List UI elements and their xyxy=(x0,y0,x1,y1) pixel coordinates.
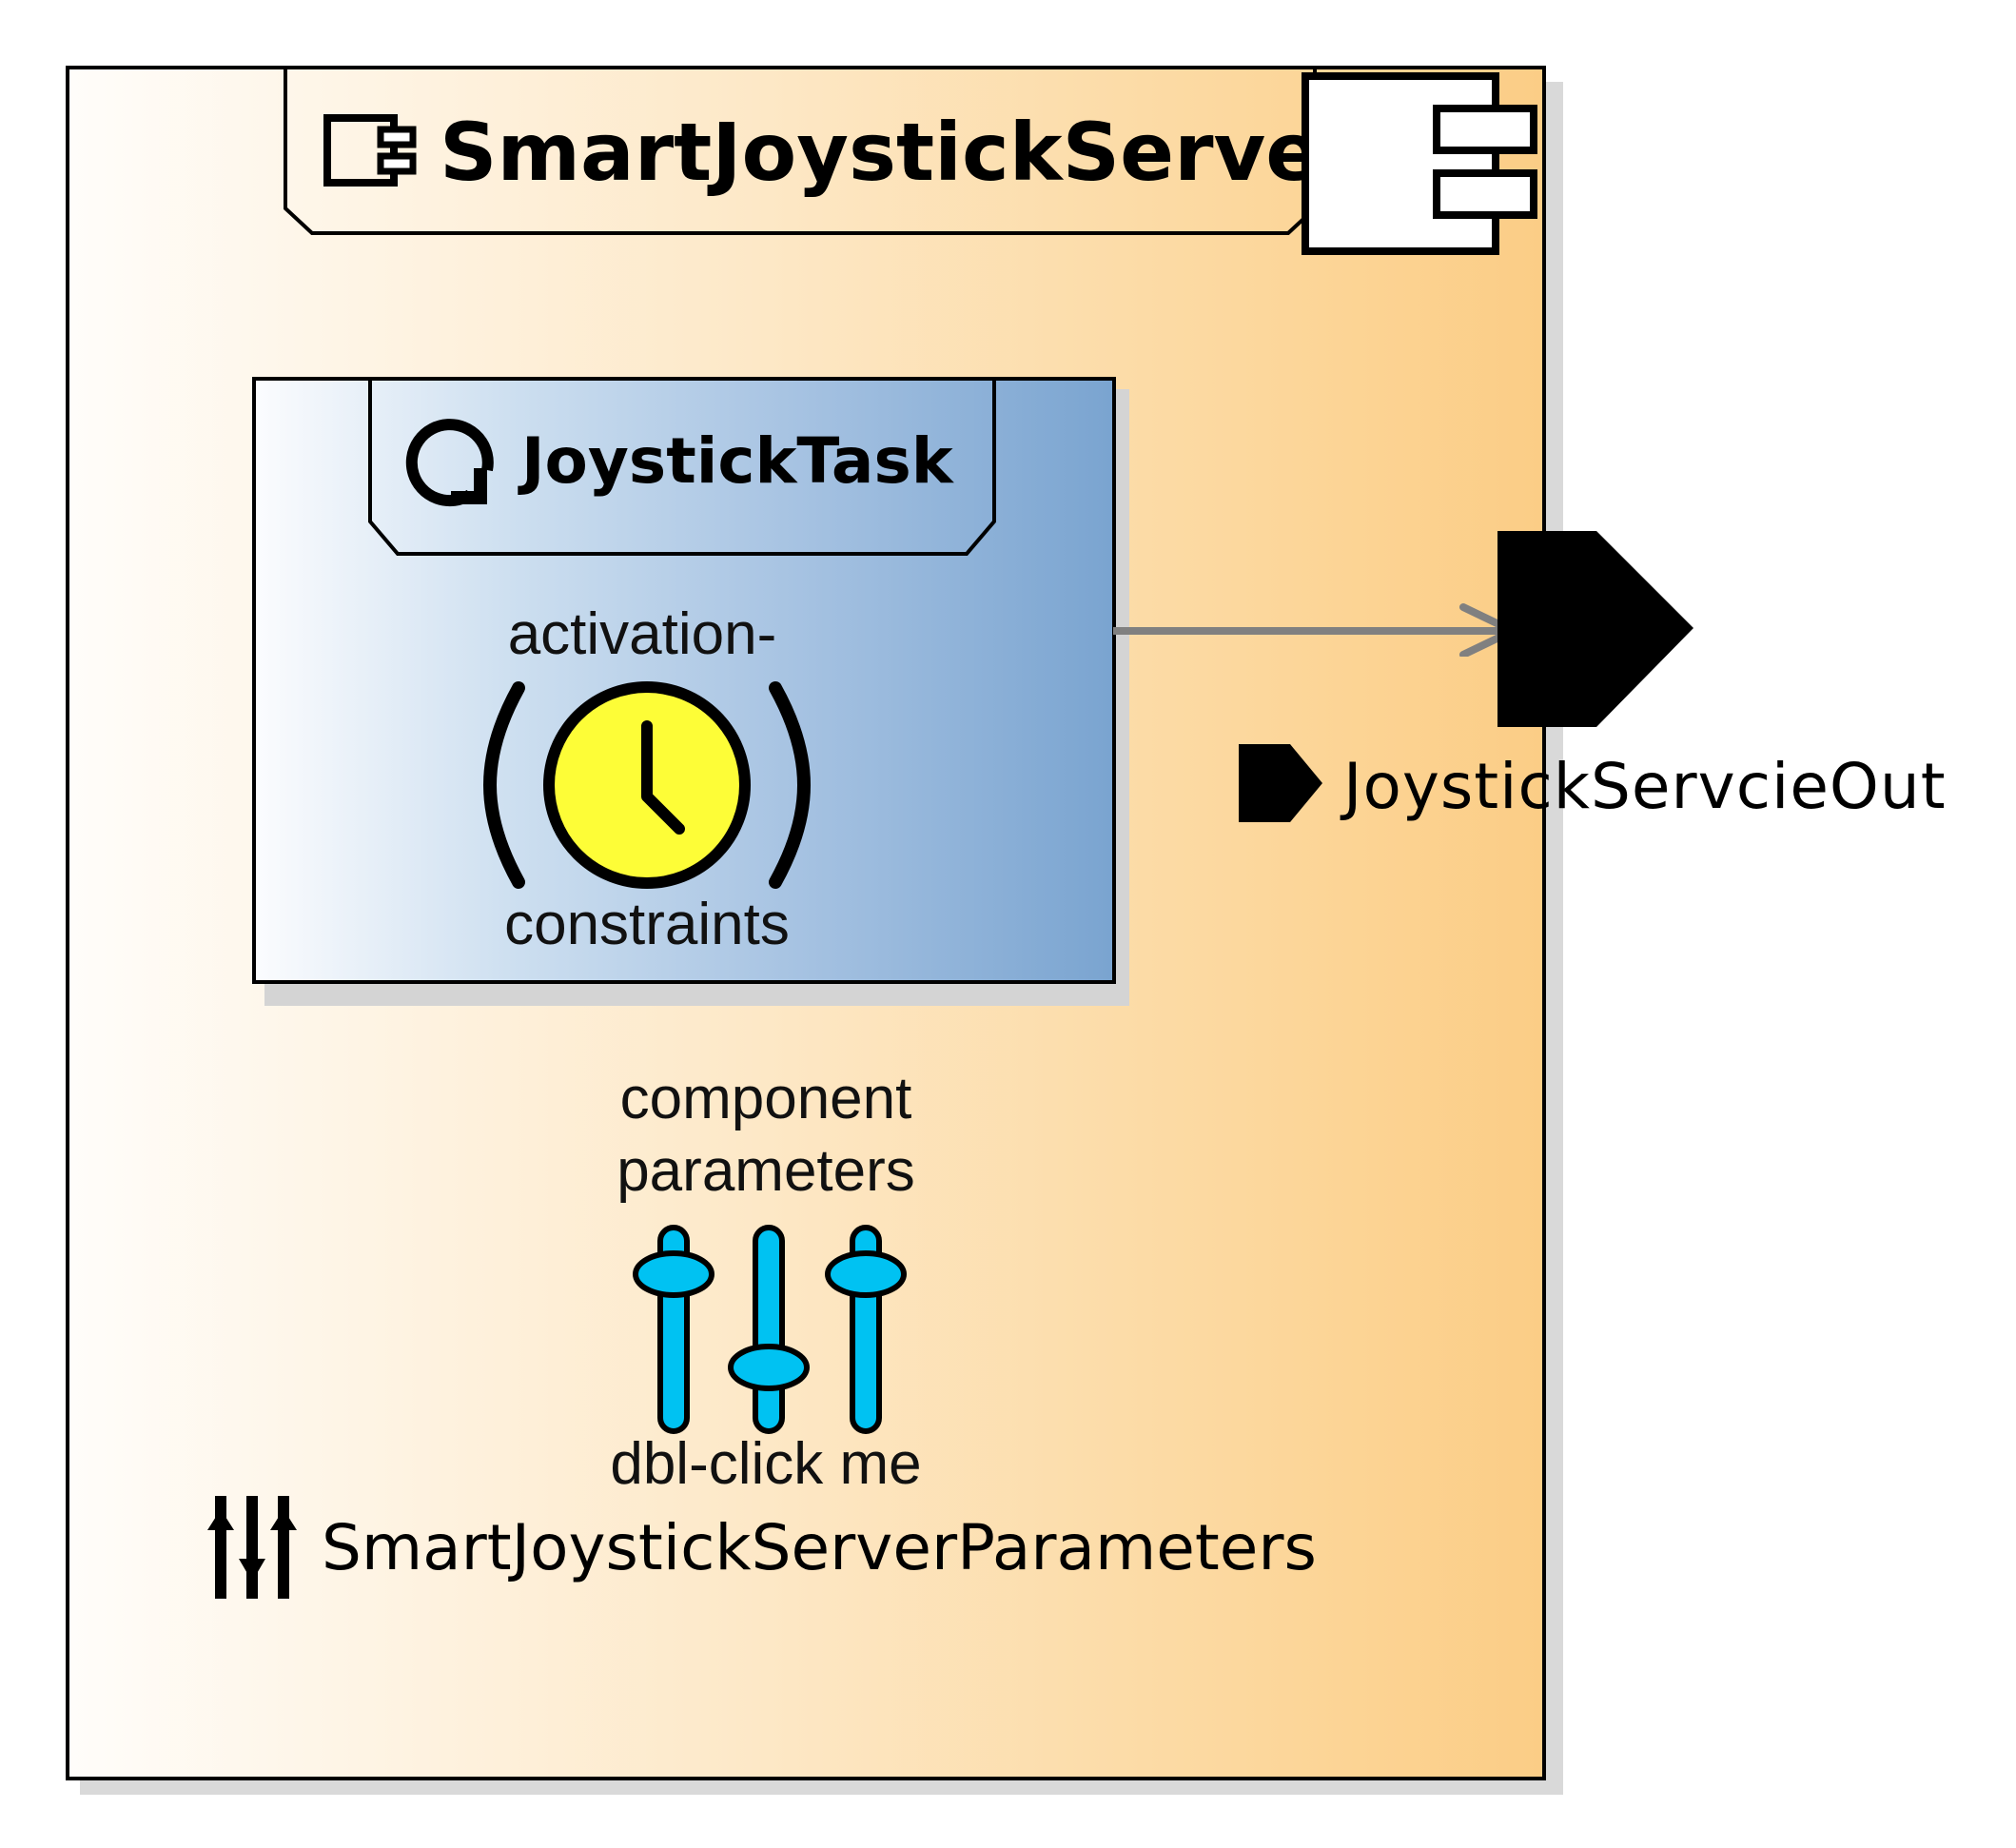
task-frame[interactable] xyxy=(252,377,1116,984)
task-title-tab xyxy=(368,377,996,556)
activation-label-bottom: constraints xyxy=(504,892,790,957)
parameters-name: SmartJoystickServerParameters xyxy=(322,1511,1317,1584)
task-cycle-icon xyxy=(405,419,494,507)
component-icon xyxy=(323,114,417,187)
component-stereotype-icon xyxy=(1302,72,1537,255)
output-port-icon[interactable] xyxy=(1497,531,1695,729)
sliders-icon-small xyxy=(207,1496,297,1599)
clock-icon[interactable] xyxy=(480,671,813,899)
activation-label-top: activation- xyxy=(507,601,777,667)
parameters-label-line2: parameters xyxy=(617,1138,915,1204)
parameters-label-line3: dbl-click me xyxy=(610,1431,922,1497)
output-port-icon-small xyxy=(1239,744,1322,822)
parameters-label-line1: component xyxy=(619,1066,912,1131)
task-name: JoystickTask xyxy=(521,424,953,498)
sliders-icon[interactable] xyxy=(609,1209,932,1437)
port-name: JoystickServcieOut xyxy=(1343,750,1947,823)
component-name: SmartJoystickServer xyxy=(440,106,1360,199)
task-to-port-connector[interactable] xyxy=(1113,600,1532,657)
